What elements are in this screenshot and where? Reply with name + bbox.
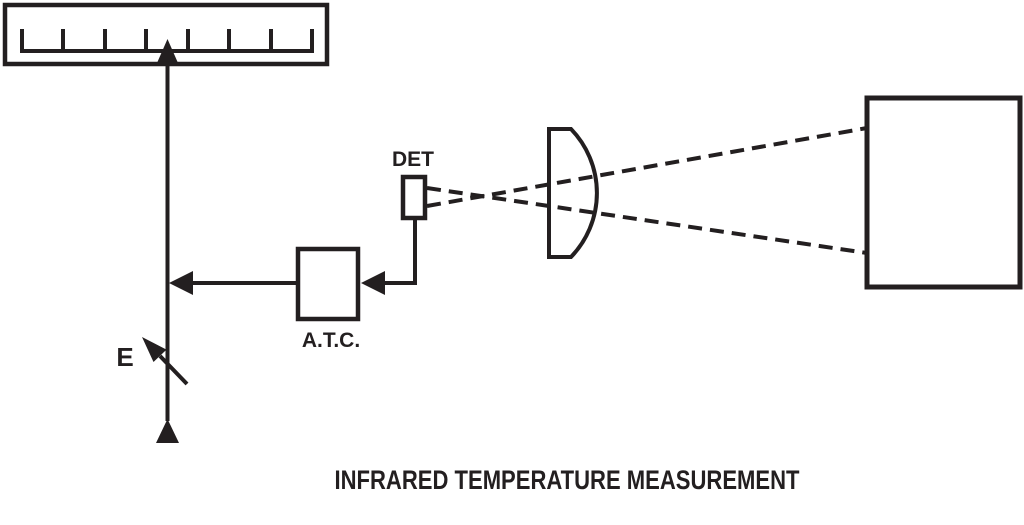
detector-signal-line — [385, 218, 417, 285]
figure-title: INFRARED TEMPERATURE MEASUREMENT — [335, 465, 800, 495]
detector-body — [400, 174, 428, 221]
feedback-arrowhead — [169, 271, 193, 295]
atc-label: A.T.C. — [302, 329, 360, 352]
atc-box — [295, 246, 361, 322]
optical-ray-lower — [426, 186, 868, 255]
atc-input-arrowhead — [361, 271, 385, 295]
emissivity-arrowhead — [142, 337, 167, 362]
objective-lens — [547, 127, 599, 259]
reference-triangle — [156, 419, 179, 443]
emissivity-label: E — [116, 342, 133, 372]
optical-ray-upper — [426, 126, 868, 208]
detector-label: DET — [392, 148, 434, 171]
target-object-box — [864, 95, 1023, 290]
emissivity-adjust-arrow — [158, 354, 189, 386]
meter-needle-arrowhead — [157, 39, 178, 63]
